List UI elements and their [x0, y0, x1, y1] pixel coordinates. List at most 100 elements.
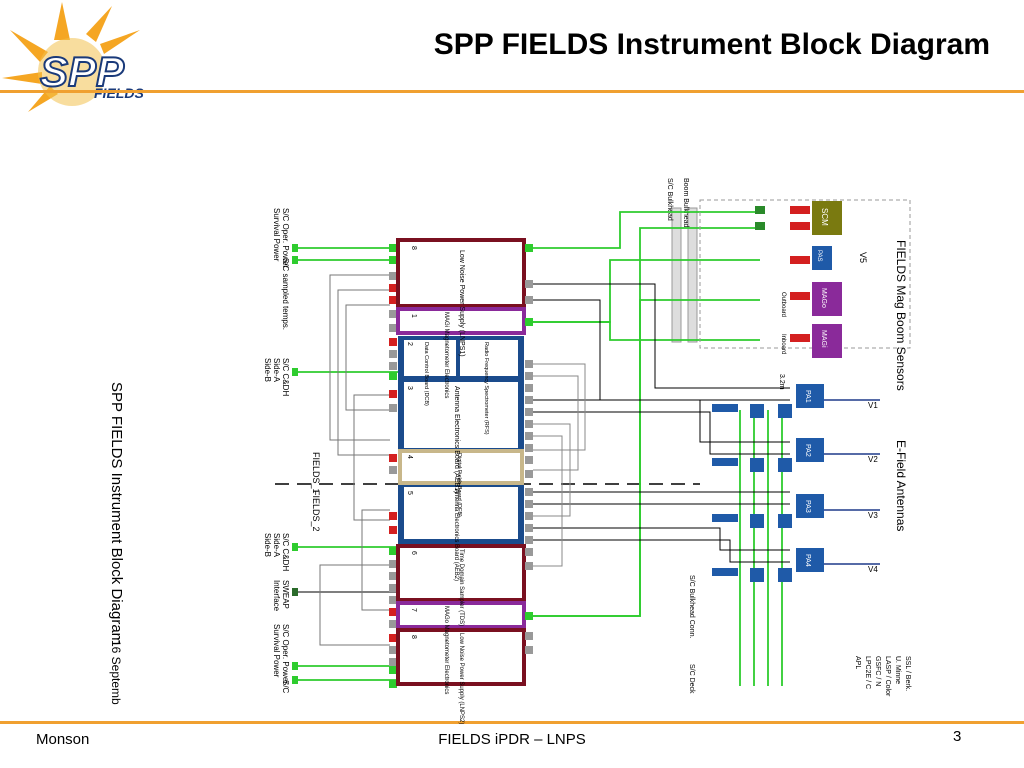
footer-center: FIELDS iPDR – LNPS [438, 731, 586, 748]
logo-subtext: FIELDS [94, 85, 144, 101]
mago-label: MAGo [820, 288, 827, 308]
sc-bulkhead-label: S/C Bulkhead [666, 178, 673, 221]
mag-boom-title: FIELDS Mag Boom Sensors [894, 240, 908, 391]
v4-label: V4 [868, 565, 878, 574]
board-label-dfb: Digital Fields Board (DFB) [456, 453, 462, 517]
pas-sensor [812, 246, 832, 270]
board-num-dfb: 4 [406, 455, 413, 459]
pa4-label: PA4 [804, 554, 811, 567]
board-label-magi: MAGi Magnetometer Electronics [443, 312, 449, 398]
internal-harness-left [319, 274, 390, 646]
board-label-lnps2: Low Noise Power Supply (LNPS2) [458, 633, 464, 724]
antenna-pa4 [796, 548, 824, 572]
left-label-cdh-2a: Side-A [272, 533, 281, 558]
board-lnps2 [396, 628, 526, 686]
board-num-aeb1: 3 [406, 386, 413, 390]
board-label-dcb: Data Control Board (DCB) [423, 342, 429, 406]
board-lnps1 [396, 238, 526, 308]
board-mago [396, 601, 526, 629]
board-tds [396, 544, 526, 602]
sc-deck-label: S/C Deck [688, 664, 695, 694]
antenna-pa1 [796, 384, 824, 408]
board-label-tds: Time Domain Sampler (TDS) [458, 549, 464, 626]
antenna-pa2 [796, 438, 824, 462]
institution-4: GSFC / N [874, 656, 881, 686]
board-label-mago: MAGo Magnetometer Electronics [443, 606, 449, 694]
institution-5: LPC2E / C [864, 656, 871, 689]
magi-label: MAGi [820, 330, 827, 348]
left-label-cdh-2: S/C C&DH [281, 533, 290, 571]
board-stack [396, 238, 526, 686]
board-label-rfs: Radio Frequency Spectrometer (RFS) [483, 342, 489, 435]
sun-disc [38, 38, 106, 106]
board-aeb2 [404, 487, 518, 539]
left-label-sweap: SWEAP [281, 580, 290, 609]
length-label: 3.2m [778, 374, 785, 390]
board-label-aeb1: Antenna Electronics Board (AEB1) [453, 386, 460, 493]
mag-boom-box [699, 199, 911, 349]
page-number: 3 [953, 728, 962, 745]
institutions-list: SSL / Berk. U. Minne LASP / Color GSFC /… [854, 656, 911, 697]
v3-label: V3 [868, 511, 878, 520]
internal-harness-right [533, 363, 586, 567]
left-interface-labels: S/C Oper. Power Survival Power S/C sampl… [263, 208, 290, 694]
boom-bulkhead-label: Boom Bulkhead [682, 178, 689, 228]
efield-title: E-Field Antennas [894, 440, 908, 531]
board-rfs [460, 340, 518, 376]
institution-3: LASP / Color [884, 656, 891, 697]
magi-sensor [812, 324, 842, 358]
scm-sensor [812, 201, 842, 235]
board-num-mago: 7 [410, 608, 417, 612]
left-wire-terminals [292, 244, 298, 684]
board-label-aeb2: Antenna Electronics Board (AEB2) [453, 489, 459, 581]
board-num-lnps2: 8 [410, 635, 417, 639]
left-label-survival-1: Survival Power [272, 208, 281, 262]
pa3-label: PA3 [804, 500, 811, 513]
board-label-lnps1: Low Noise Power Supply (LNPS1) [458, 250, 465, 357]
left-label-oper-power-2: S/C Oper. Power [281, 624, 290, 684]
footer-rule [0, 721, 1024, 724]
board-labels: 8 Low Noise Power Supply (LNPS1) 1 MAGi … [406, 246, 489, 724]
outboard-label: Outboard [780, 292, 786, 317]
board-num-lnps1: 8 [410, 246, 417, 250]
institution-1: SSL / Berk. [904, 656, 911, 691]
boom-bulkhead [687, 207, 698, 343]
pa1-label: PA1 [804, 390, 811, 403]
board-dfb [398, 449, 524, 485]
bulkhead-conn-label: S/C Bulkhead Conn. [688, 575, 695, 638]
left-label-cdh-1a: Side-A [272, 358, 281, 383]
board-aeb1 [404, 382, 518, 448]
scm-label: SCM [820, 208, 829, 226]
v2-label: V2 [868, 455, 878, 464]
antenna-pa3 [796, 494, 824, 518]
v5-label: V5 [858, 252, 868, 263]
header-rule [0, 90, 1024, 93]
right-connector-strip [525, 244, 533, 654]
board-num-magi: 1 [410, 314, 417, 318]
institution-6: APL [854, 656, 861, 669]
v1-label: V1 [868, 401, 878, 410]
logo-text: SPP [40, 48, 125, 95]
footer-author: Monson [36, 731, 90, 748]
page-title: SPP FIELDS Instrument Block Diagram [433, 28, 990, 61]
board-num-aeb2: 5 [406, 491, 413, 495]
left-label-temps: S/C sampled temps. [281, 258, 290, 330]
fields2-label: FIELDS_2 [311, 490, 321, 532]
right-signal-wires [533, 283, 790, 563]
fields1-label: FIELDS_1 [311, 452, 321, 494]
sc-bulkhead [671, 207, 682, 343]
spp-fields-logo: SPP FIELDS [2, 2, 144, 112]
left-connector-strip [389, 244, 397, 688]
left-label-cdh-1: S/C C&DH [281, 358, 290, 396]
left-label-survival-2: Survival Power [272, 624, 281, 678]
diagram-rotated-date: 16 Septemb [109, 640, 123, 705]
left-label-sc: S/C [281, 680, 290, 694]
pas-label: PAS [816, 250, 822, 262]
left-label-cdh-1b: Side-B [263, 358, 272, 382]
board-num-dcb: 2 [406, 342, 413, 346]
board-num-tds: 6 [410, 551, 417, 555]
board-dcb [404, 340, 456, 376]
board-magi [396, 307, 526, 335]
institution-2: U. Minne [894, 656, 901, 684]
